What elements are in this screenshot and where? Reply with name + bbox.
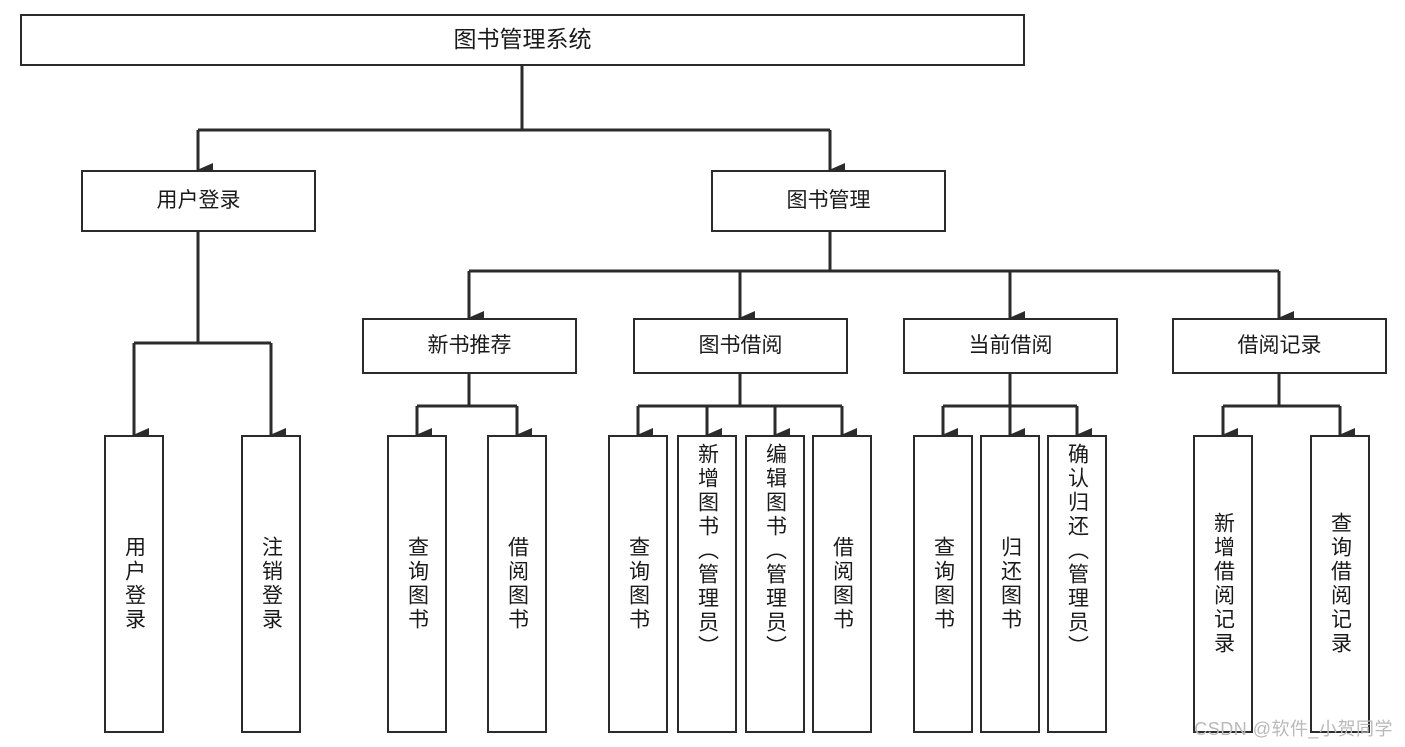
node-leaf-borrow-book-1-label: 借阅图书 xyxy=(505,536,529,632)
node-leaf-add-record[interactable]: 新增借阅记录 xyxy=(1193,435,1253,733)
node-root[interactable]: 图书管理系统 xyxy=(20,14,1025,66)
node-book-borrow-label: 图书借阅 xyxy=(698,333,783,357)
node-book-manage[interactable]: 图书管理 xyxy=(711,170,946,232)
node-leaf-user-login-label: 用户登录 xyxy=(122,536,146,632)
node-leaf-query-record-label: 查询借阅记录 xyxy=(1328,512,1352,656)
node-leaf-user-login[interactable]: 用户登录 xyxy=(104,435,164,733)
node-leaf-query-book-3-label: 查询图书 xyxy=(931,536,955,632)
node-leaf-return-book[interactable]: 归还图书 xyxy=(980,435,1040,733)
node-leaf-confirm-return-label: 确认归还（管理员） xyxy=(1065,443,1089,659)
node-current-borrow[interactable]: 当前借阅 xyxy=(903,318,1118,374)
node-current-borrow-label: 当前借阅 xyxy=(968,333,1053,357)
node-leaf-edit-book-label: 编辑图书（管理员） xyxy=(763,443,787,659)
node-user-login[interactable]: 用户登录 xyxy=(81,170,316,232)
node-book-manage-label: 图书管理 xyxy=(786,188,871,212)
node-borrow-record[interactable]: 借阅记录 xyxy=(1172,318,1387,374)
node-leaf-logout-label: 注销登录 xyxy=(259,536,283,632)
node-leaf-add-book-label: 新增图书（管理员） xyxy=(695,443,719,659)
node-leaf-add-book[interactable]: 新增图书（管理员） xyxy=(677,435,737,733)
node-leaf-add-record-label: 新增借阅记录 xyxy=(1211,512,1235,656)
node-leaf-query-book-1-label: 查询图书 xyxy=(405,536,429,632)
node-leaf-query-record[interactable]: 查询借阅记录 xyxy=(1310,435,1370,733)
node-borrow-record-label: 借阅记录 xyxy=(1237,333,1322,357)
node-user-login-label: 用户登录 xyxy=(156,188,241,212)
node-leaf-return-book-label: 归还图书 xyxy=(998,536,1022,632)
node-book-borrow[interactable]: 图书借阅 xyxy=(633,318,848,374)
node-leaf-query-book-1[interactable]: 查询图书 xyxy=(387,435,447,733)
node-leaf-borrow-book-2-label: 借阅图书 xyxy=(830,536,854,632)
node-leaf-logout[interactable]: 注销登录 xyxy=(241,435,301,733)
node-root-label: 图书管理系统 xyxy=(453,26,592,53)
node-new-book-recommend[interactable]: 新书推荐 xyxy=(362,318,577,374)
node-leaf-confirm-return[interactable]: 确认归还（管理员） xyxy=(1047,435,1107,733)
node-leaf-edit-book[interactable]: 编辑图书（管理员） xyxy=(745,435,805,733)
node-leaf-query-book-3[interactable]: 查询图书 xyxy=(913,435,973,733)
node-new-book-recommend-label: 新书推荐 xyxy=(427,333,512,357)
node-leaf-borrow-book-2[interactable]: 借阅图书 xyxy=(812,435,872,733)
node-leaf-query-book-2-label: 查询图书 xyxy=(626,536,650,632)
node-leaf-borrow-book-1[interactable]: 借阅图书 xyxy=(487,435,547,733)
node-leaf-query-book-2[interactable]: 查询图书 xyxy=(608,435,668,733)
